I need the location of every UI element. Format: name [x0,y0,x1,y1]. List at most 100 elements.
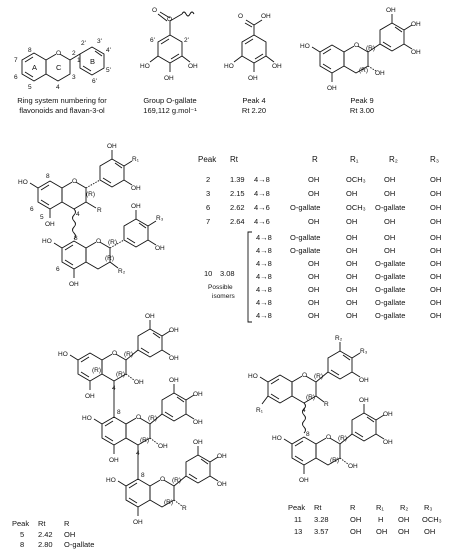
svg-text:8: 8 [20,540,24,549]
svg-text:OH: OH [430,233,441,242]
svg-text:OH: OH [384,217,395,226]
peak9-structure: O HO OH OH OH OH OH (R) (R) Peak 9 Rt 3.… [300,7,421,115]
svg-text:OH: OH [346,285,357,294]
svg-text:HO: HO [106,477,116,484]
stereo-label: (R) [148,415,157,422]
atom-label: 2' [184,37,189,44]
table-row: 8 2.80 O-gallate [20,540,94,549]
atom-label: 8 [141,472,145,479]
atom-label: 8 [306,431,310,438]
ring-b-label: B [90,57,95,66]
svg-text:OH: OH [308,175,319,184]
svg-text:4→8: 4→8 [256,246,272,255]
stereo-label: (R) [330,457,339,464]
svg-text:OH: OH [193,391,203,398]
col-header: Rt [314,503,322,512]
svg-text:OH: OH [346,246,357,255]
col-header: R [312,155,318,164]
svg-text:3.28: 3.28 [314,515,329,524]
atom-label: 8 [28,47,32,54]
svg-text:OH: OH [109,457,119,464]
svg-text:OH: OH [383,439,393,446]
svg-text:OH: OH [248,75,258,82]
svg-text:OH: OH [261,13,271,20]
table-row: 5 2.42 OH [20,530,75,539]
gallate-structure: O O HO OH OH 6' 2' Group O-gallate 169,1… [140,7,198,115]
stereo-label: (R) [359,67,368,74]
svg-text:HO: HO [272,435,282,442]
table-row: 4→8 O-gallate OH OH OH [256,233,441,242]
col-header: R₁ [376,503,384,512]
atom-label: 8 [117,409,121,416]
svg-text:OH: OH [169,377,179,384]
svg-text:OCH₃: OCH₃ [346,203,366,212]
svg-text:O-gallate: O-gallate [375,272,405,281]
col-header: R [350,503,356,512]
svg-text:OH: OH [45,221,55,228]
col-header: R₃ [424,503,432,512]
svg-text:OH: OH [346,217,357,226]
svg-text:OH: OH [411,49,421,56]
r1-label: R₁ [256,407,264,414]
oh-label: OH [169,327,179,334]
peak9-rt: Rt 3.00 [350,106,374,115]
svg-text:OH: OH [350,515,361,524]
svg-text:OH: OH [383,411,393,418]
stereo-label: (R) [314,373,323,380]
svg-text:HO: HO [224,63,234,70]
svg-text:HO: HO [18,179,28,186]
atom-label: 3' [97,38,102,45]
atom-label: 8 [74,235,78,242]
atom-label: 6' [92,78,97,85]
svg-text:OH: OH [346,298,357,307]
svg-text:OH: OH [384,246,395,255]
stereo-label: (R) [140,437,149,444]
atom-label: 5 [40,214,44,221]
gallate-caption: Group O-gallate [143,96,196,105]
svg-text:O-gallate: O-gallate [64,540,94,549]
atom-label: 3 [72,74,76,81]
r-label: R [182,505,187,512]
svg-text:4→8: 4→8 [256,259,272,268]
svg-text:OH: OH [350,527,361,536]
svg-text:4→6: 4→6 [254,217,270,226]
col-header: Peak [288,503,305,512]
svg-text:OH: OH [430,298,441,307]
col-header: Rt [38,519,46,528]
svg-text:OH: OH [430,189,441,198]
svg-text:11: 11 [294,515,302,524]
svg-text:O: O [302,372,307,379]
r-label: R [324,401,329,408]
svg-text:OH: OH [188,63,198,70]
group-peak: 10 [204,269,212,278]
svg-text:OH: OH [158,443,168,450]
table-row: 11 3.28 OH H OH OCH₃ [294,515,442,524]
stereo-label: (R) [366,45,375,52]
bottom-right-structure: O HO R₁ R₂ R₃ OH R (R) (R) 4 O HO OH 8 [248,335,442,536]
gallate-mass: 169,112 g.mol⁻¹ [143,106,197,115]
svg-text:2.42: 2.42 [38,530,53,539]
svg-text:OH: OH [375,70,385,77]
svg-text:OH: OH [384,233,395,242]
svg-text:OH: OH [327,85,337,92]
atom-label: 6 [56,266,60,273]
col-header: R₃ [430,155,439,164]
atom-label: 4 [76,211,80,218]
svg-text:OH: OH [308,285,319,294]
svg-text:OH: OH [308,189,319,198]
svg-text:3: 3 [206,189,210,198]
svg-text:4→8: 4→8 [256,233,272,242]
svg-text:O: O [96,238,101,245]
table-row: 4→8 OH OH O-gallate OH [256,285,441,294]
svg-text:OH: OH [64,530,75,539]
atom-label: 2 [72,50,76,57]
svg-text:OH: OH [193,439,203,446]
atom-label: 7 [14,57,18,64]
svg-text:OH: OH [193,419,203,426]
stereo-label: (R) [92,367,101,374]
svg-text:OH: OH [308,217,319,226]
svg-text:OH: OH [424,527,435,536]
numbering-caption: Ring system numbering for [17,96,107,105]
svg-text:O-gallate: O-gallate [290,246,320,255]
